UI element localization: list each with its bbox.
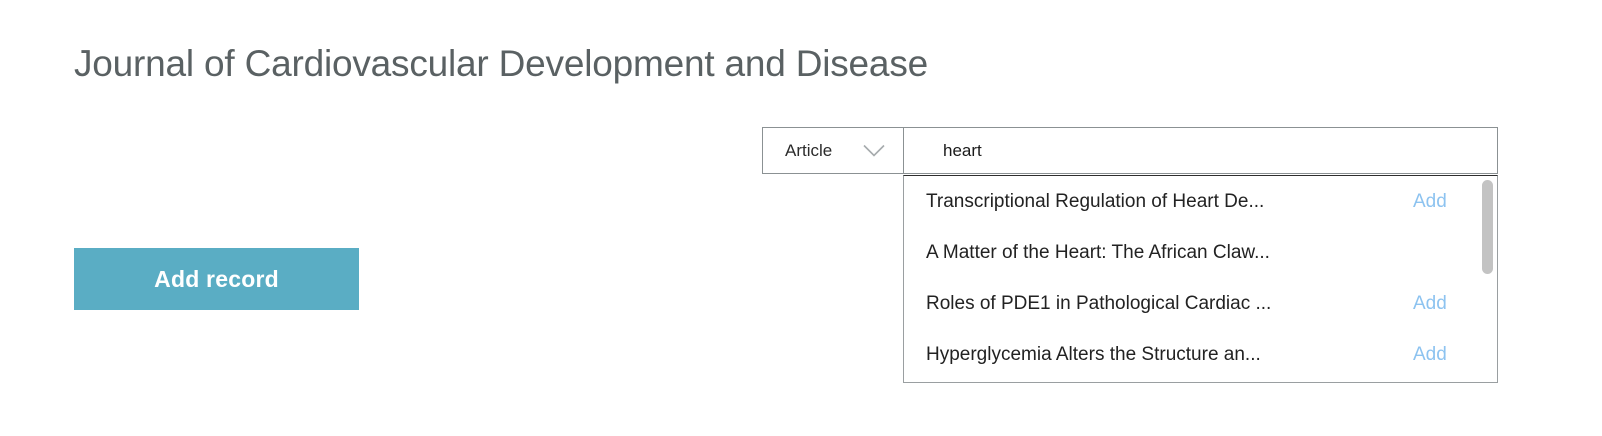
article-search-widget: Article Transcriptional Regulation of He… [762,127,1498,436]
search-input-wrapper[interactable] [904,127,1498,174]
chevron-down-icon [863,144,885,157]
list-item[interactable]: Hyperglycemia Alters the Structure an...… [904,329,1475,380]
result-title: Transcriptional Regulation of Heart De..… [926,190,1265,212]
result-title: Roles of PDE1 in Pathological Cardiac ..… [926,292,1272,314]
results-scrollbar-thumb[interactable] [1482,180,1493,274]
search-results-list: Transcriptional Regulation of Heart De..… [904,176,1475,382]
add-record-button[interactable]: Add record [74,248,359,310]
page-title: Journal of Cardiovascular Development an… [74,42,928,84]
search-bar: Article [762,127,1498,174]
record-type-dropdown[interactable]: Article [762,127,904,174]
results-scrollbar[interactable] [1480,180,1494,378]
add-result-link[interactable]: Add [1413,343,1447,365]
result-title: Hyperglycemia Alters the Structure an... [926,343,1261,365]
list-item[interactable]: Roles of PDE1 in Pathological Cardiac ..… [904,278,1475,329]
add-result-link[interactable]: Add [1413,292,1447,314]
list-item[interactable]: Transcriptional Regulation of Heart De..… [904,176,1475,227]
search-input[interactable] [943,140,1497,161]
search-results-panel: Transcriptional Regulation of Heart De..… [903,175,1498,383]
record-type-dropdown-label: Article [785,140,833,160]
list-item[interactable]: A Matter of the Heart: The African Claw.… [904,227,1475,278]
add-result-link[interactable]: Add [1413,190,1447,212]
result-title: A Matter of the Heart: The African Claw.… [926,241,1270,263]
